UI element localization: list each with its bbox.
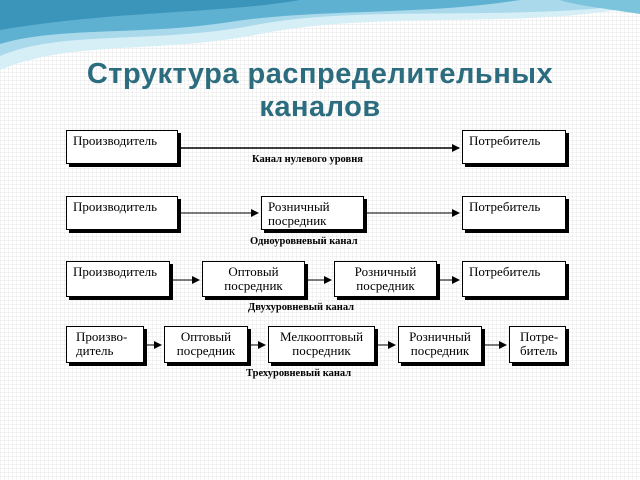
channel-caption: Одноуровневый канал — [250, 236, 358, 247]
title-line-2: каналов — [259, 91, 381, 123]
channel-caption: Канал нулевого уровня — [252, 154, 363, 165]
consumer-box: Потребитель — [462, 196, 566, 230]
wholesale-intermediary-box: Оптовый посредник — [164, 326, 248, 363]
consumer-box: Потребитель — [462, 130, 566, 164]
channel-caption: Двухуровневый канал — [248, 302, 355, 313]
page-title: Структура распределительных каналов — [0, 58, 640, 124]
title-line-1: Структура распределительных — [86, 58, 554, 90]
retail-intermediary-box: Розничный посредник — [398, 326, 482, 363]
small-wholesale-intermediary-box: Мелкооптовый посредник — [268, 326, 375, 363]
producer-box: Производитель — [66, 261, 170, 297]
consumer-box: Потре-битель — [509, 326, 566, 363]
producer-box: Произво-дитель — [66, 326, 144, 363]
wholesale-intermediary-box: Оптовый посредник — [202, 261, 305, 297]
producer-box: Производитель — [66, 130, 178, 164]
channel-caption: Трехуровневый канал — [246, 368, 352, 379]
retail-intermediary-box: Розничный посредник — [334, 261, 437, 297]
consumer-box: Потребитель — [462, 261, 566, 297]
producer-box: Производитель — [66, 196, 178, 230]
retail-intermediary-box: Розничный посредник — [261, 196, 364, 230]
header-wave-decoration — [0, 0, 640, 70]
